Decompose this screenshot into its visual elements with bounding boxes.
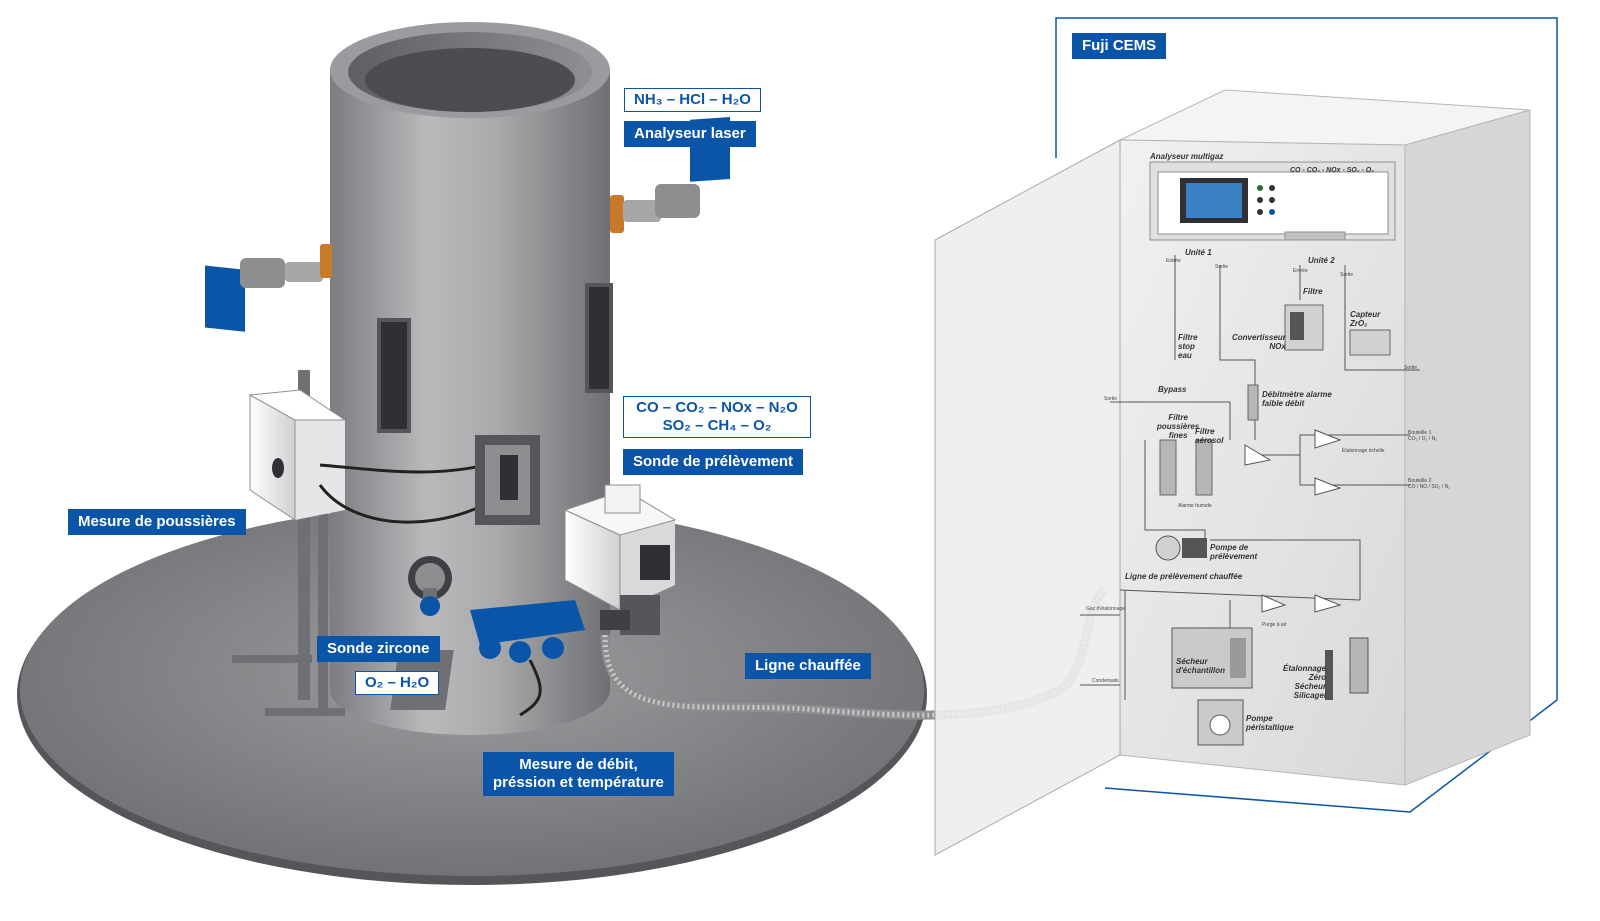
nox-converter-label: Convertisseur NOx [1232, 333, 1286, 351]
unit-1-label: Unité 1 [1185, 248, 1212, 257]
laser-species-label: NH₃ – HCl – H₂O [624, 88, 761, 112]
sampling-probe-label: Sonde de prélèvement [623, 449, 804, 475]
outlet-left-label: Sortie [1104, 396, 1118, 402]
dust-measure-label: Mesure de poussières [68, 509, 246, 535]
heated-line-label: Ligne chauffée [745, 653, 871, 679]
aerosol-filter-label: Filtre aérosol [1195, 427, 1224, 445]
humidity-alarm-label: Alarme humide [1178, 503, 1212, 509]
stack [330, 22, 613, 735]
cylinder-2-label: Bouteille 2 CO / NO / SO₂ / N₂ [1408, 478, 1451, 490]
zirconia-probe-device [408, 556, 452, 616]
heated-sampling-line-label: Ligne de prélèvement chauffée [1125, 572, 1243, 581]
bypass-label: Bypass [1158, 385, 1187, 394]
unit-2-label: Unité 2 [1308, 256, 1335, 265]
zirconia-species-label: O₂ – H₂O [355, 671, 440, 695]
analyzer-title: Analyseur multigaz [1150, 152, 1224, 161]
outlet-right-label: Sortie [1404, 365, 1418, 371]
air-purge-label: Purge à air [1262, 622, 1287, 628]
sampling-pump-label: Pompe de prélèvement [1210, 543, 1258, 561]
calibration-outside-label: Étalonnage échelle [1342, 448, 1385, 454]
flowmeter-alarm-label: Débitmètre alarme faible débit [1262, 390, 1332, 408]
port-out-2: Sortie [1340, 272, 1354, 278]
port-in-1: Entrée [1166, 258, 1181, 264]
laser-analyzer-left [205, 244, 332, 332]
sampling-probe-device [563, 484, 677, 635]
condensate-label: Condensats [1092, 678, 1119, 684]
cems-cabinet [934, 17, 1558, 856]
peristaltic-pump-label: Pompe péristaltique [1246, 714, 1294, 732]
zero-calibration-label: Étalonnage Zéro Sécheur Silicagel [1283, 664, 1327, 700]
sampling-port [475, 435, 540, 525]
flow-measure-label: Mesure de débit, préssion et température [483, 752, 674, 796]
port-out-1: Sortie [1215, 264, 1229, 270]
fuji-cems-label: Fuji CEMS [1072, 33, 1167, 59]
sample-dryer-label: Sécheur d'échantillon [1176, 657, 1226, 675]
cylinder-1-label: Bouteille 1 CO₂ / O₂ / N₂ [1408, 430, 1438, 442]
water-stop-filter-label: Filtre stop eau [1178, 333, 1198, 360]
filter-label: Filtre [1303, 287, 1323, 296]
sample-species-label: CO – CO₂ – NOx – N₂O SO₂ – CH₄ – O₂ [623, 396, 811, 438]
laser-analyzer-label: Analyseur laser [624, 121, 756, 147]
calibration-gas-label: Gaz d'étalonnage [1086, 606, 1126, 612]
fine-dust-filter-label: Filtre poussières fines [1157, 413, 1200, 440]
analyzer-species: CO - CO₂ - NOx - SO₂ - O₂ [1290, 167, 1374, 174]
sample-species-line-2: SO₂ – CH₄ – O₂ [662, 417, 772, 434]
zirconia-probe-label: Sonde zircone [317, 636, 440, 662]
zro2-sensor-label: Capteur ZrO₂ [1350, 310, 1381, 328]
sample-species-line-1: CO – CO₂ – NOx – N₂O [636, 399, 798, 416]
port-in-2: Entrée [1293, 268, 1308, 274]
